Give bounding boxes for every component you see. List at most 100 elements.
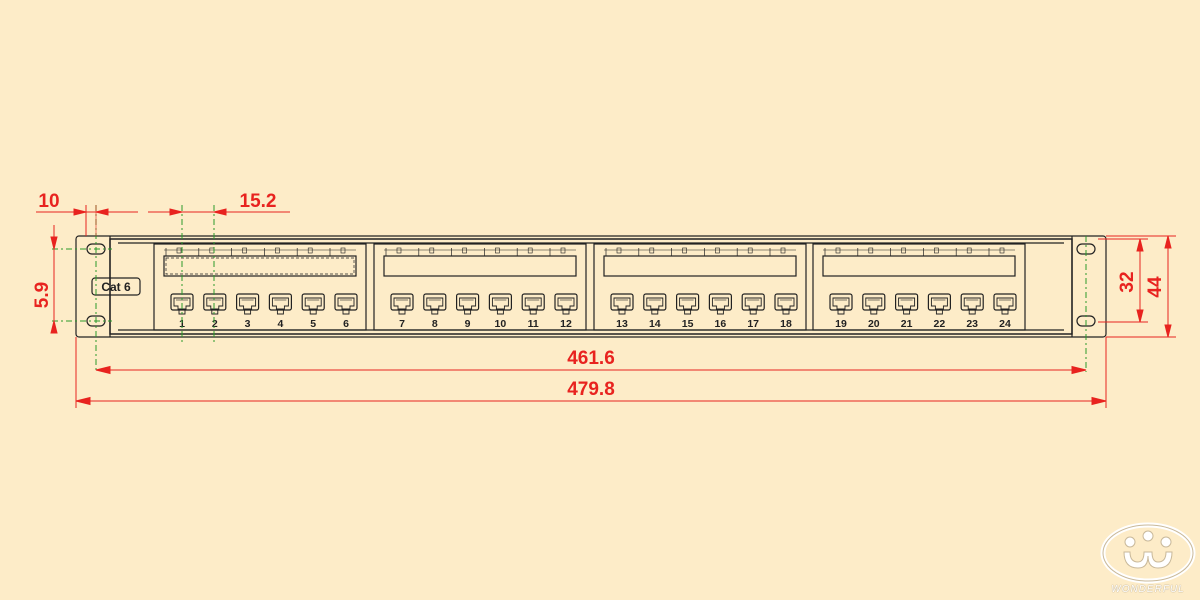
port-module: 13 14 15 16 17 18 bbox=[593, 243, 807, 331]
dim-overall-width: 479.8 bbox=[567, 379, 615, 400]
label-tick bbox=[307, 247, 313, 254]
port-module: 1 2 3 4 5 6 bbox=[153, 243, 367, 331]
label-tick bbox=[868, 247, 874, 254]
rj45-jack bbox=[456, 293, 480, 315]
port-module: 7 8 9 10 11 12 bbox=[373, 243, 587, 331]
port-number: 1 bbox=[179, 318, 185, 330]
rj45-jack bbox=[236, 293, 260, 315]
dimension-lines bbox=[36, 205, 1176, 408]
port-number: 7 bbox=[399, 318, 405, 330]
dim-ear-offset: 10 bbox=[38, 191, 59, 212]
label-strip bbox=[603, 255, 797, 277]
port-number: 6 bbox=[343, 318, 349, 330]
label-tick bbox=[747, 247, 753, 254]
dim-hole-center-width: 461.6 bbox=[567, 348, 615, 369]
module-frame bbox=[153, 243, 367, 331]
rj45-jack bbox=[203, 293, 227, 315]
rj45-jack bbox=[334, 293, 358, 315]
label-tick bbox=[901, 247, 906, 254]
centerlines bbox=[52, 205, 1087, 372]
rj45-jack bbox=[610, 293, 634, 315]
rj45-jack bbox=[927, 293, 952, 315]
rj45-jack bbox=[741, 293, 765, 315]
port-number: 13 bbox=[616, 318, 628, 330]
label-tick bbox=[835, 247, 841, 254]
label-tick bbox=[429, 247, 435, 254]
port-number: 15 bbox=[682, 318, 694, 330]
label-strip bbox=[822, 255, 1016, 277]
label-tick bbox=[527, 247, 533, 254]
port-number: 21 bbox=[901, 318, 913, 330]
port-number: 4 bbox=[277, 318, 283, 330]
port-number: 14 bbox=[649, 318, 661, 330]
label-tick bbox=[934, 247, 939, 254]
label-tick bbox=[780, 247, 786, 254]
label-strip-inner bbox=[165, 257, 355, 275]
label-tick bbox=[340, 247, 346, 254]
cat6-badge: Cat 6 bbox=[91, 277, 141, 296]
label-tick bbox=[682, 247, 687, 254]
label-tick bbox=[242, 247, 247, 254]
label-tick bbox=[396, 247, 402, 254]
port-number: 20 bbox=[868, 318, 880, 330]
panel-outline bbox=[75, 235, 1107, 338]
label-strip bbox=[383, 255, 577, 277]
rj45-jack bbox=[675, 293, 700, 315]
dimension-labels: 10 15.2 5.9 461.6 479.8 3 2 44 bbox=[32, 191, 1166, 400]
rj45-jack bbox=[390, 293, 414, 315]
dim-port-pitch: 15.2 bbox=[240, 191, 277, 212]
port-number: 18 bbox=[780, 318, 792, 330]
label-tick bbox=[966, 247, 972, 254]
rj45-jack bbox=[554, 293, 578, 315]
dim-hole-spacing: 5.9 bbox=[32, 282, 53, 308]
port-number: 11 bbox=[528, 318, 539, 330]
port-number: 22 bbox=[934, 318, 946, 330]
port-number: 2 bbox=[212, 318, 218, 330]
label-tick bbox=[560, 247, 566, 254]
label-tick bbox=[495, 247, 500, 254]
rj45-jack bbox=[960, 293, 984, 315]
port-number: 16 bbox=[715, 318, 727, 330]
wonderful-logo: WONDERFUL bbox=[1100, 520, 1196, 598]
label-tick bbox=[176, 247, 182, 254]
port-number: 12 bbox=[560, 318, 572, 330]
module-frame bbox=[373, 243, 587, 331]
rj45-jack bbox=[993, 293, 1017, 315]
label-tick bbox=[999, 247, 1005, 254]
rj45-jack bbox=[829, 293, 853, 315]
rj45-jack bbox=[423, 293, 447, 315]
rj45-jack bbox=[708, 293, 733, 315]
port-number: 8 bbox=[432, 318, 438, 330]
port-number: 23 bbox=[966, 318, 978, 330]
port-number: 10 bbox=[495, 318, 507, 330]
label-tick bbox=[462, 247, 467, 254]
rj45-jack bbox=[643, 293, 667, 315]
label-tick bbox=[209, 247, 215, 254]
port-number: 17 bbox=[747, 318, 759, 330]
patch-panel bbox=[75, 235, 1107, 338]
rj45-jack bbox=[268, 293, 292, 315]
label-tick bbox=[275, 247, 280, 254]
dim-overall-height: 44 bbox=[1145, 276, 1166, 298]
label-tick bbox=[616, 247, 622, 254]
wonderful-logo-word: WONDERFUL bbox=[1111, 584, 1185, 595]
port-number: 9 bbox=[465, 318, 471, 330]
port-number: 19 bbox=[835, 318, 847, 330]
rj45-jack bbox=[301, 293, 325, 315]
label-tick bbox=[649, 247, 655, 254]
rj45-jack bbox=[774, 293, 798, 315]
cat6-badge-label: Cat 6 bbox=[101, 280, 131, 294]
rj45-jack bbox=[894, 293, 919, 315]
label-tick bbox=[715, 247, 720, 254]
port-number: 5 bbox=[310, 318, 316, 330]
rj45-jack bbox=[521, 293, 545, 315]
panel-front-frame bbox=[109, 238, 1073, 335]
port-number: 3 bbox=[245, 318, 251, 330]
module-frame bbox=[812, 243, 1026, 331]
module-frame bbox=[593, 243, 807, 331]
rj45-jack bbox=[488, 293, 512, 315]
rj45-jack bbox=[862, 293, 886, 315]
